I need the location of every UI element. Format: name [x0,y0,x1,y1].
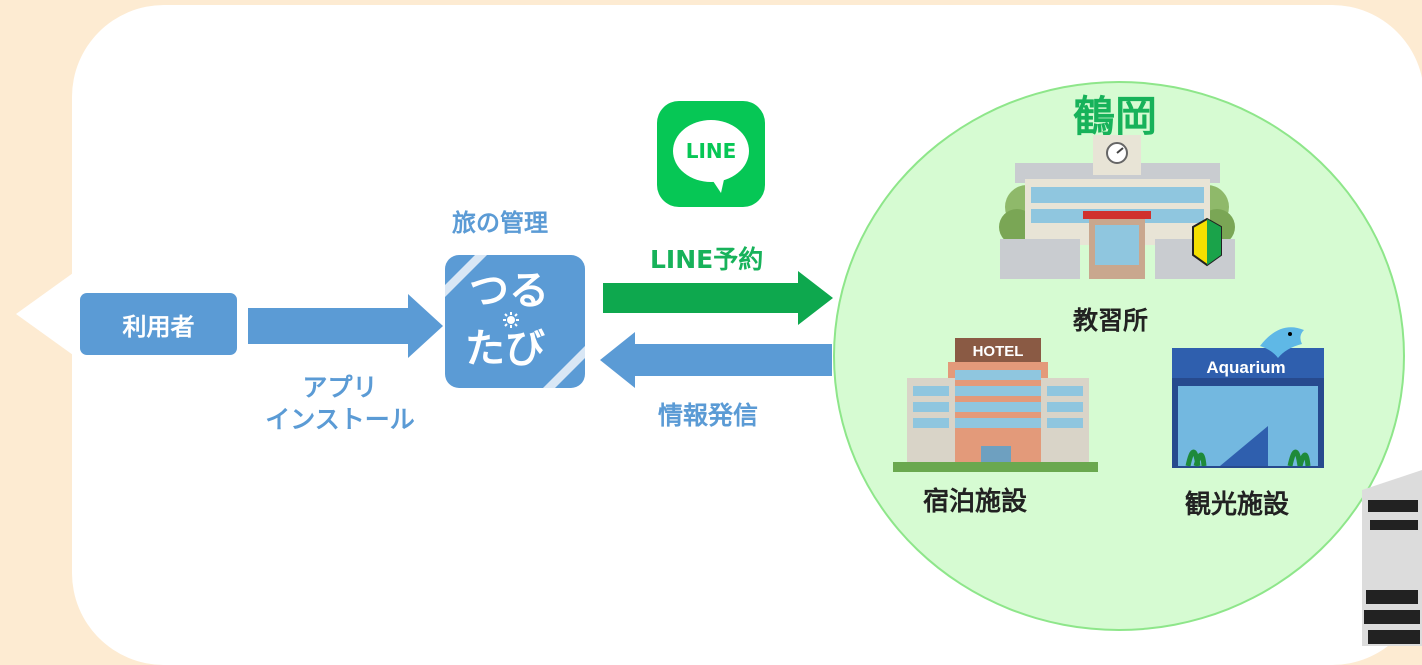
dolphin-icon [1260,327,1304,358]
user-box: 利用者 [80,293,237,355]
aquarium-sign: Aquarium [1206,358,1285,377]
install-label-line2: インストール [265,405,415,434]
line-speech-bubble-icon [673,120,749,193]
tsurutabi-app-icon[interactable]: つる たび [445,255,585,388]
driving-school-building [999,135,1235,279]
app-icon-stripes [445,255,585,388]
school-label: 教習所 [1073,306,1149,335]
info-arrow [600,332,832,388]
install-arrow [248,294,443,358]
tourism-label: 観光施設 [1185,490,1290,520]
lodging-label: 宿泊施設 [923,487,1028,517]
info-label: 情報発信 [658,401,759,430]
booking-arrow [603,271,833,325]
user-label: 利用者 [122,312,195,341]
line-app-icon[interactable]: LINE [657,101,765,207]
aquarium-building: Aquarium [1172,327,1324,468]
line-booking-label: LINE予約 [650,245,764,274]
hotel-building: HOTEL [893,338,1098,472]
beginner-driver-mark [1192,217,1222,267]
manage-label: 旅の管理 [452,209,548,237]
install-label: アプリ インストール [240,372,440,436]
hotel-sign: HOTEL [973,343,1024,360]
app-name-line1: つる [469,268,549,314]
speech-bubble-tail [16,268,80,360]
city-name: 鶴岡 [1073,92,1158,141]
install-label-line1: アプリ [302,373,378,402]
line-logo-text: LINE [685,139,737,163]
sun-icon [503,312,519,328]
app-name-line2: たび [465,326,545,372]
decorative-keyboard [1362,470,1422,646]
